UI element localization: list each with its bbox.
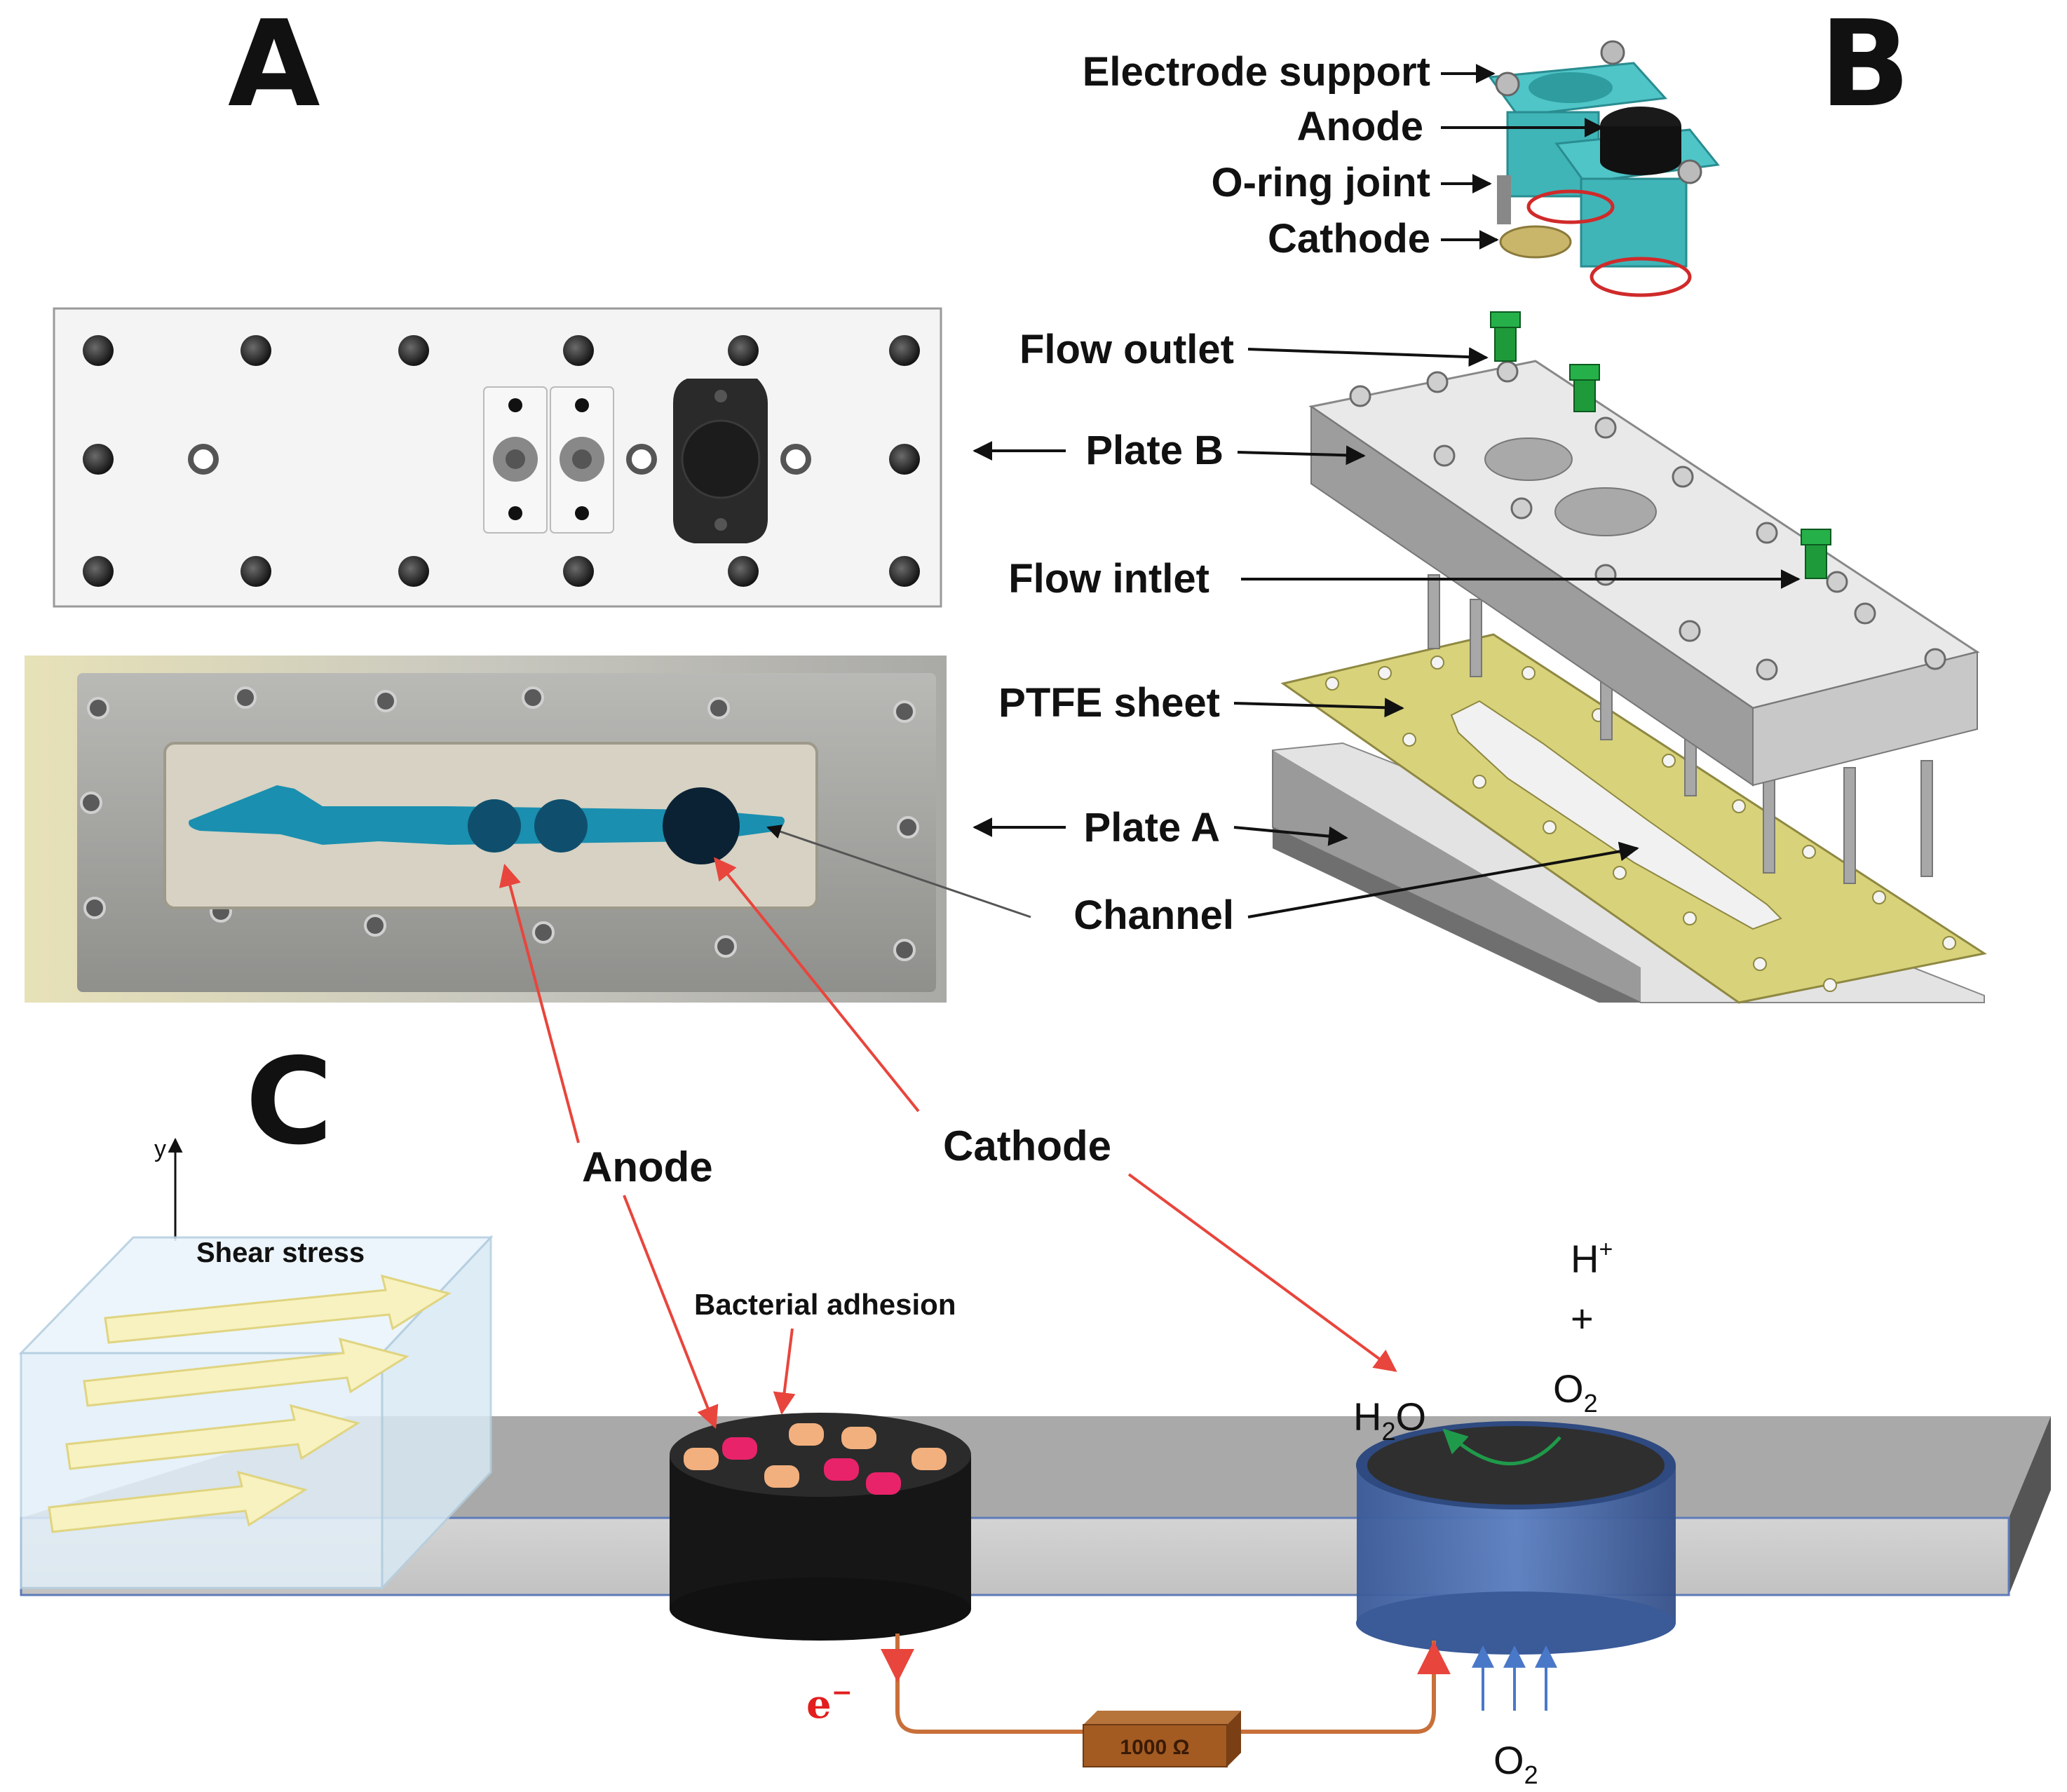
o2-bottom-label: O2 xyxy=(1493,1738,1538,1789)
panel-letter-b: B xyxy=(1819,0,1911,134)
arrow-photo-cathode xyxy=(713,857,920,1113)
resistor: 1000 Ω xyxy=(1083,1711,1241,1767)
label-plate-b: Plate B xyxy=(1085,428,1224,473)
shear-stress-label: Shear stress xyxy=(196,1237,365,1268)
channel-beam-side xyxy=(2009,1416,2051,1595)
port-left xyxy=(188,444,219,475)
label-cathode-c: Cathode xyxy=(943,1122,1111,1169)
exploded-cad-illustration xyxy=(1272,311,1987,1004)
label-anode-b: Anode xyxy=(1297,104,1423,149)
label-anode-c: Anode xyxy=(582,1143,713,1190)
plate-bolts xyxy=(83,335,920,587)
panel-c-schematic: y Shear stress xyxy=(18,857,2051,1789)
label-cathode-b: Cathode xyxy=(1268,216,1430,262)
o2-top-label: O2 xyxy=(1553,1366,1598,1418)
arrow-photo-anode xyxy=(499,863,580,1143)
label-flow-outlet: Flow outlet xyxy=(1019,327,1234,372)
port-middle xyxy=(626,444,657,475)
o2-supply-arrows xyxy=(1472,1645,1557,1711)
ptfe-channel-cutout xyxy=(1450,700,1782,930)
ptfe-holes xyxy=(1325,656,1956,992)
cathode-cylinder xyxy=(1356,1421,1676,1655)
label-bacterial-adhesion: Bacterial adhesion xyxy=(694,1288,956,1321)
label-plate-a: Plate A xyxy=(1084,805,1220,850)
flow-outlet-fitting xyxy=(1490,311,1521,362)
anode-support-top-view xyxy=(483,386,614,534)
shear-flow-arrows xyxy=(48,1274,452,1533)
plate-b-hole-cathode xyxy=(1554,487,1657,536)
port-right xyxy=(780,444,811,475)
resistor-label: 1000 Ω xyxy=(1120,1736,1189,1759)
flow-inlet-fitting xyxy=(1801,529,1831,579)
arrow-label-cathode xyxy=(1127,1173,1397,1372)
arrow-bacterial-adhesion xyxy=(773,1328,796,1416)
flow-outlet-fitting-2 xyxy=(1569,364,1600,412)
electron-label: e− xyxy=(806,1678,853,1727)
cathode-support-top-view xyxy=(673,379,768,543)
electrode-assembly-illustration xyxy=(1488,40,1720,297)
plate-b-screws xyxy=(1349,360,1946,681)
panel-letter-c: C xyxy=(245,1033,333,1172)
anode-cylinder xyxy=(670,1413,971,1641)
label-channel: Channel xyxy=(1073,892,1234,938)
panel-a-top-view xyxy=(53,307,942,608)
h-plus-label: H+ xyxy=(1571,1236,1613,1281)
arrow-label-anode xyxy=(623,1195,719,1429)
plus-label: + xyxy=(1571,1296,1594,1340)
shear-stress-box: Shear stress xyxy=(18,1235,494,1591)
label-flow-inlet: Flow intlet xyxy=(1008,556,1209,602)
label-ptfe-sheet: PTFE sheet xyxy=(998,680,1220,726)
y-axis-label: y xyxy=(154,1136,166,1162)
photo-cathode xyxy=(663,787,740,864)
panel-b-labels: Electrode support Anode O-ring joint Cat… xyxy=(766,49,1801,938)
reaction-arrow xyxy=(1442,1428,1561,1466)
h2o-label: H2O xyxy=(1353,1394,1426,1446)
plate-b-hole-anode xyxy=(1484,437,1573,481)
bacteria-cells xyxy=(684,1423,947,1495)
photo-anode-1 xyxy=(468,799,521,853)
label-o-ring-joint: O-ring joint xyxy=(1212,160,1431,205)
photo-screws xyxy=(80,686,919,961)
panel-a-photo xyxy=(25,656,947,1003)
photo-anode-2 xyxy=(534,799,588,853)
panel-letter-a: A xyxy=(228,0,320,134)
label-electrode-support: Electrode support xyxy=(1083,49,1430,95)
plate-b-side-face xyxy=(1752,651,1978,787)
